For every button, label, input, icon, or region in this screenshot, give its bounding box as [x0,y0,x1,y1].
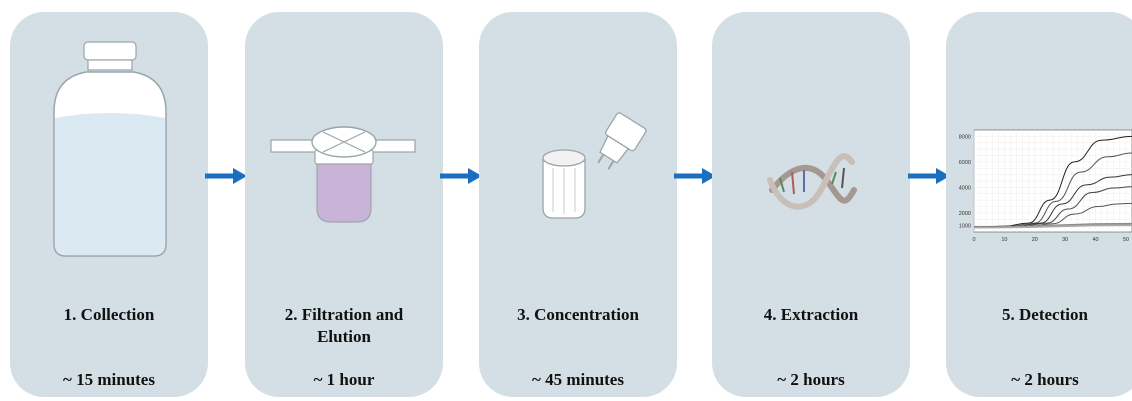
arrow-right-icon [440,168,482,184]
y-tick-label: 4000 [959,185,971,191]
y-tick-label: 2000 [959,211,971,217]
step-label: 2. Filtration and Elution [284,305,404,346]
step-time: ~ 2 hours [777,370,845,389]
step-filtration: 2. Filtration and Elution ~ 1 hour [245,12,443,397]
x-tick-label: 40 [1092,237,1098,243]
filter-housing-icon [270,126,416,223]
step-extraction: 4. Extraction ~ 2 hours [712,12,910,397]
step-time: ~ 1 hour [313,370,375,389]
dna-helix-icon [767,153,857,210]
step-label: 4. Extraction [763,305,859,324]
arrow-right-icon [908,168,950,184]
x-tick-label: 20 [1032,237,1038,243]
arrow-right-icon [205,168,247,184]
y-tick-label: 6000 [959,160,971,166]
step-collection: 1. Collection ~ 15 minutes [10,12,208,397]
water-bottle-icon [53,41,167,257]
amplification-curve-icon: 0 10 20 30 40 50 1000 2000 4000 6000 8000 [959,129,1132,243]
arrow-right-icon [674,168,716,184]
step-time: ~ 15 minutes [63,370,155,389]
step-label: 5. Detection [1002,305,1088,324]
step-label: 1. Collection [63,305,155,324]
step-concentration: 3. Concentration ~ 45 minutes [479,12,677,397]
x-tick-label: 10 [1001,237,1007,243]
step-time: ~ 45 minutes [532,370,624,389]
x-tick-label: 0 [972,237,975,243]
y-tick-label: 1000 [959,224,971,230]
concentrator-tube-icon [542,112,647,219]
step-time: ~ 2 hours [1011,370,1079,389]
x-tick-label: 30 [1062,237,1068,243]
step-label: 3. Concentration [517,305,639,324]
x-tick-label: 50 [1123,237,1129,243]
series-line [973,224,1132,229]
step-detection: 0 10 20 30 40 50 1000 2000 4000 6000 8000 5. Detec… [946,12,1132,397]
y-tick-label: 8000 [959,134,971,140]
